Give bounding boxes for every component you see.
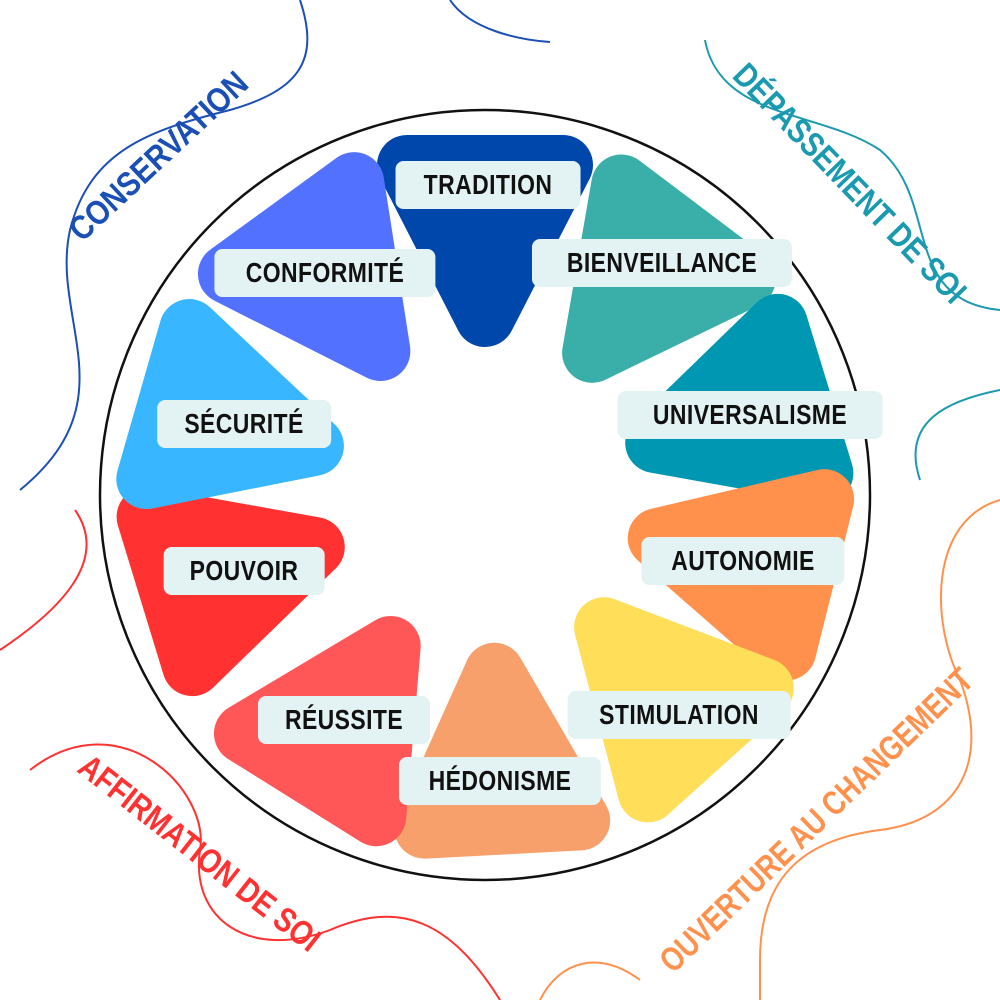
ouverture-curve [759,499,1000,1000]
label-conformite: CONFORMITÉ [214,249,436,297]
outer-circle [98,108,872,882]
label-autonomie: AUTONOMIE [641,537,845,585]
label-stimulation: STIMULATION [567,691,791,739]
affirmation-curve [0,509,88,651]
label-hedonisme: HÉDONISME [398,757,602,805]
label-bienveillance: BIENVEILLANCE [531,239,793,287]
depassement-curve [704,39,1000,311]
conservation-curve [19,0,309,491]
affirmation-curve-2 [29,743,501,1000]
label-tradition: TRADITION [395,161,581,209]
group-conservation: CONSERVATION [62,64,256,249]
label-securite: SÉCURITÉ [157,400,331,448]
ouverture-curve-2 [539,961,641,1000]
conservation-curve-top [449,0,551,43]
label-universalisme: UNIVERSALISME [617,391,883,439]
label-pouvoir: POUVOIR [163,547,325,595]
label-reussite: RÉUSSITE [257,696,431,744]
depassement-curve-2 [914,389,1000,481]
